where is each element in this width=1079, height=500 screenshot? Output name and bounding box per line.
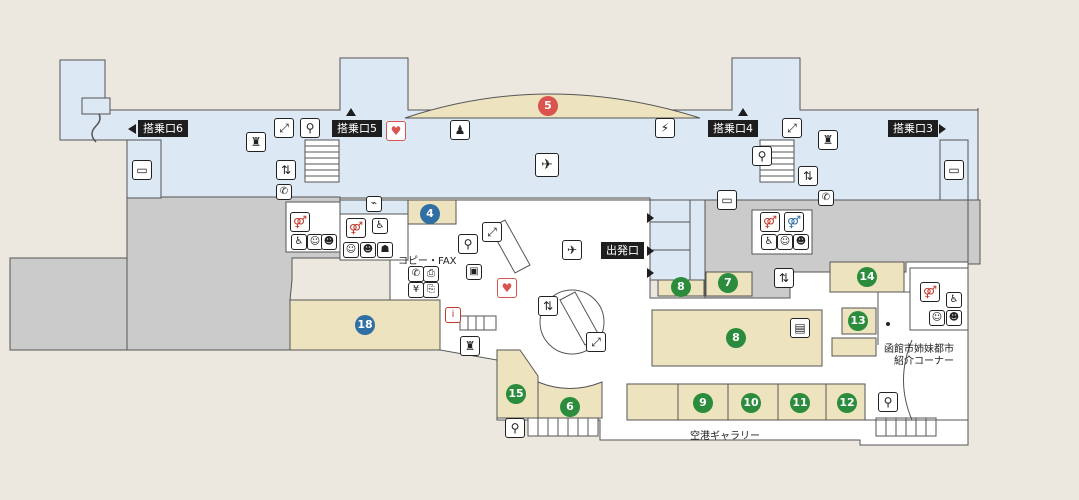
gate-6-label: 搭乗口6 <box>138 120 188 137</box>
shop-9-badge[interactable]: 9 <box>693 393 713 413</box>
elevator-icon: ⇅ <box>538 296 558 316</box>
airplane-icon: ✈ <box>562 240 582 260</box>
wheelchair-icon: ♿ <box>946 292 962 308</box>
aed-icon: ♥ <box>386 121 406 141</box>
escalator-icon: ⤢ <box>274 118 294 138</box>
info-icon-label: i <box>451 309 455 320</box>
gate-3-label: 搭乗口3 <box>888 120 938 137</box>
building-grey-left-edge <box>9 257 128 351</box>
stairs-icon: ⚲ <box>300 118 320 138</box>
shop-8-small-badge[interactable]: 8 <box>671 277 691 297</box>
elevator-icon: ⇅ <box>276 160 296 180</box>
baby-changing-icon: ☺ <box>777 234 793 250</box>
copy-machine-icon: ⎘ <box>423 282 439 298</box>
restroom-icon: ⚤ <box>784 212 804 232</box>
lounge-icon: ♜ <box>818 130 838 150</box>
gate-4-arrow-icon <box>738 108 748 116</box>
shop-13-badge[interactable]: 13 <box>848 311 868 331</box>
escalator-icon: ⤢ <box>482 222 502 242</box>
family-icon: ☻ <box>793 234 809 250</box>
mailbox-icon: ▣ <box>466 264 482 280</box>
shop-5-badge[interactable]: 5 <box>538 96 558 116</box>
sister-cities-dot <box>886 322 890 326</box>
lounge-icon: ♜ <box>246 132 266 152</box>
shop-15-badge[interactable]: 15 <box>506 384 526 404</box>
nursing-room-icon: ☗ <box>377 242 393 258</box>
stairs-left <box>304 139 340 183</box>
computer-icon: ▭ <box>132 160 152 180</box>
newsstand-icon: ▤ <box>790 318 810 338</box>
phone-icon: ✆ <box>818 190 834 206</box>
lounge-icon: ♜ <box>460 336 480 356</box>
gallery-label: 空港ギャラリー <box>690 431 760 442</box>
family-icon: ☻ <box>946 310 962 326</box>
stairs-icon: ⚲ <box>752 146 772 166</box>
shop-6-badge[interactable]: 6 <box>560 397 580 417</box>
charging-icon: ⚡ <box>655 118 675 138</box>
baby-changing-icon: ☺ <box>343 242 359 258</box>
airplane-icon: ✈ <box>535 153 559 177</box>
wheelchair-icon: ♿ <box>372 218 388 234</box>
escalator-icon: ⤢ <box>586 332 606 352</box>
smoking-icon: ⌁ <box>366 196 382 212</box>
escalator-icon: ⤢ <box>782 118 802 138</box>
shop-7-badge[interactable]: 7 <box>718 273 738 293</box>
sister-cities-label-line2: 紹介コーナー <box>894 356 954 367</box>
wheelchair-icon: ♿ <box>291 234 307 250</box>
exit-arrow-icon <box>647 246 654 256</box>
phone-icon: ✆ <box>408 266 424 282</box>
phone-icon: ✆ <box>276 184 292 200</box>
departure-exit-label: 出発口 <box>601 242 644 259</box>
shop-14-badge[interactable]: 14 <box>857 267 877 287</box>
gate-5-arrow-icon <box>346 108 356 116</box>
aed-icon: ♥ <box>497 278 517 298</box>
elevator-icon: ⇅ <box>798 166 818 186</box>
restroom-icon: ⚤ <box>760 212 780 232</box>
computer-icon: ▭ <box>944 160 964 180</box>
gate-concourse <box>59 57 979 201</box>
shop-11-badge[interactable]: 11 <box>790 393 810 413</box>
exit-arrow-icon <box>647 268 654 278</box>
copy-fax-label: コピー・FAX <box>398 256 457 267</box>
gate-3-arrow-icon <box>939 124 946 134</box>
atm-icon: ¥ <box>408 282 424 298</box>
exit-arrow-icon <box>647 213 654 223</box>
shop-8-badge[interactable]: 8 <box>726 328 746 348</box>
elevator-icon: ⇅ <box>774 268 794 288</box>
info-icon[interactable]: i <box>445 307 461 323</box>
family-icon: ☻ <box>360 242 376 258</box>
stairs-icon: ⚲ <box>878 392 898 412</box>
shop-18-badge[interactable]: 18 <box>355 315 375 335</box>
baby-changing-icon: ☺ <box>929 310 945 326</box>
wheelchair-icon: ♿ <box>761 234 777 250</box>
shop-12-badge[interactable]: 12 <box>837 393 857 413</box>
restroom-icon: ⚤ <box>920 282 940 302</box>
restroom-icon: ⚤ <box>290 212 310 232</box>
computer-icon: ▭ <box>717 190 737 210</box>
service-counter-icon: ♟ <box>450 120 470 140</box>
gate-6-arrow-icon <box>128 124 136 134</box>
stairs-icon: ⚲ <box>505 418 525 438</box>
stairs-icon: ⚲ <box>458 234 478 254</box>
fax-icon: ⎙ <box>423 266 439 282</box>
gate-4-label: 搭乗口4 <box>708 120 758 137</box>
shop-4-badge[interactable]: 4 <box>420 204 440 224</box>
family-icon: ☻ <box>321 234 337 250</box>
gate-5-label: 搭乗口5 <box>332 120 382 137</box>
restroom-icon: ⚤ <box>346 218 366 238</box>
sister-cities-label-line1: 函館市姉妹都市 <box>884 344 954 355</box>
shop-10-badge[interactable]: 10 <box>741 393 761 413</box>
